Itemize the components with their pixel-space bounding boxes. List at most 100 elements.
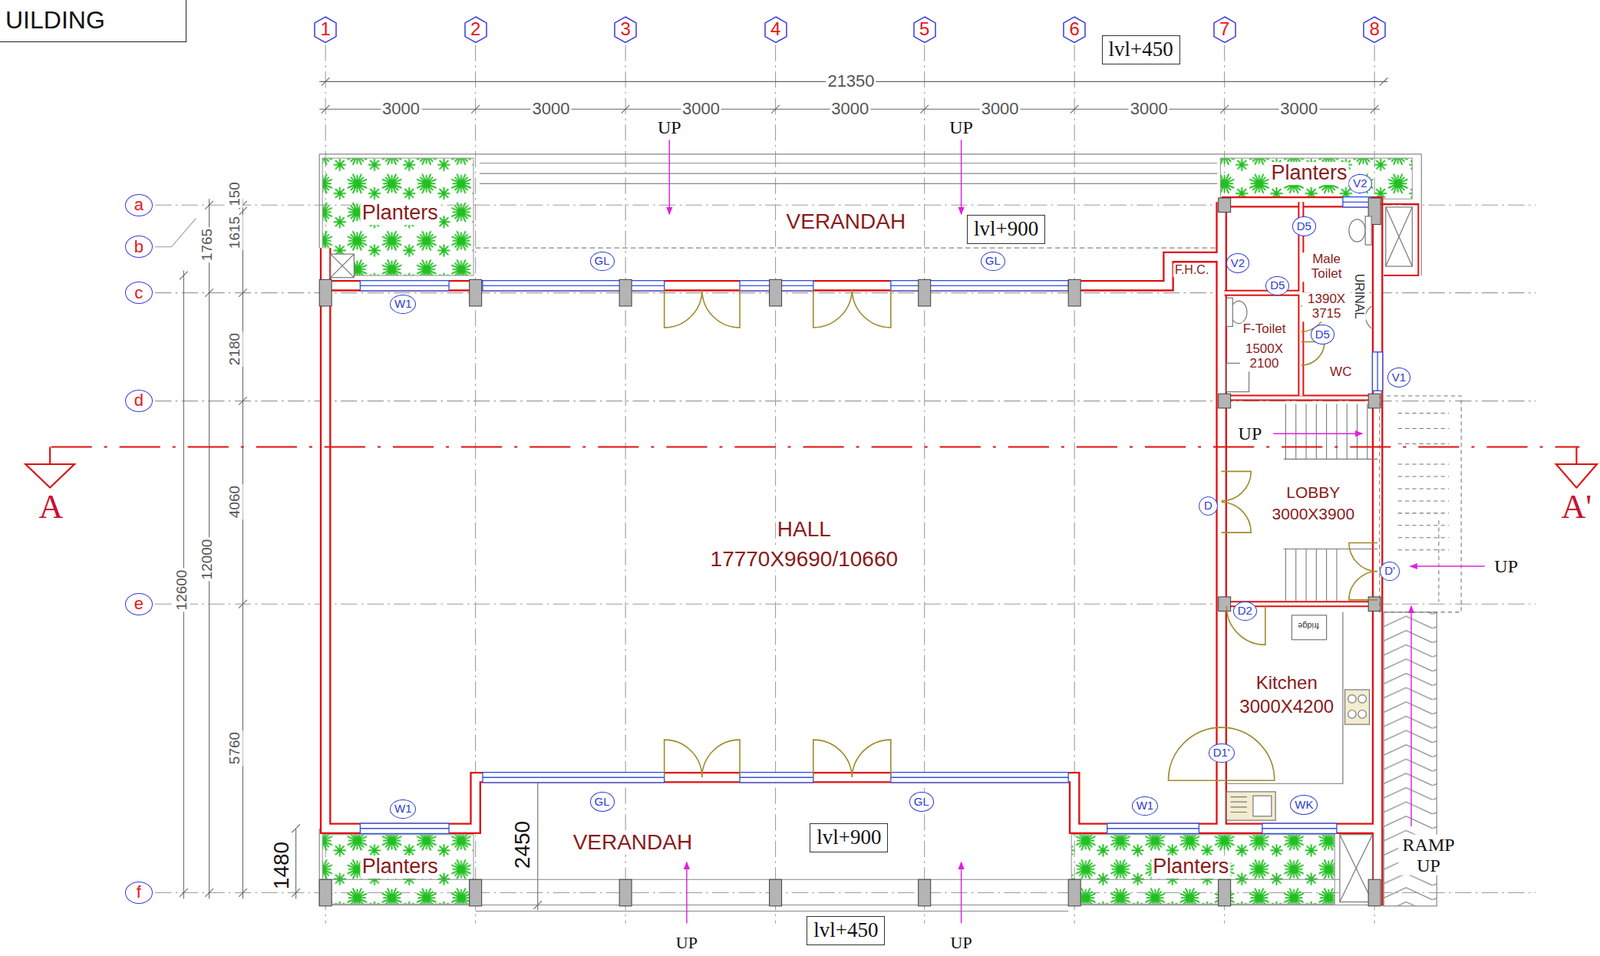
grid-bubble: 3: [613, 16, 637, 43]
window: [482, 285, 665, 287]
direction-arrow: [960, 862, 962, 924]
grid-bubble-text: 1: [320, 19, 330, 40]
opening-tag: D5: [1265, 276, 1290, 297]
door-swing: [1168, 727, 1275, 781]
fixture-label: fridge: [1296, 621, 1321, 631]
door-swing: [1300, 341, 1325, 366]
column: [769, 279, 782, 307]
window: [739, 772, 814, 783]
grid-bubble: f: [125, 881, 153, 904]
opening-tag-text: GL: [913, 795, 930, 809]
grid-bubble: b: [125, 235, 153, 258]
door-swing: [813, 290, 891, 328]
dimension-text: 12000: [198, 537, 215, 581]
room-label: LOBBY: [1284, 484, 1342, 502]
grid-bubble: 6: [1062, 16, 1086, 43]
section-mark: A': [1560, 488, 1594, 526]
window: [890, 772, 1069, 783]
opening-tag: WK: [1289, 795, 1318, 815]
window: [359, 828, 449, 829]
shaft-box: [1385, 207, 1413, 267]
room-label: 3000X4200: [1237, 696, 1336, 717]
grid-bubble-text: 3: [620, 19, 631, 40]
column: [469, 279, 482, 307]
opening-tag-text: V2: [1352, 177, 1367, 191]
kitchen-fixture: [1224, 612, 1370, 821]
opening-tag: GL: [590, 251, 615, 272]
verandah-step: [319, 154, 1422, 912]
dimension-text: 3000: [531, 99, 572, 119]
column: [1068, 279, 1081, 307]
opening-tag: GL: [980, 251, 1006, 272]
dimension-text: 3000: [1128, 99, 1170, 119]
stair: [1438, 520, 1439, 602]
level-box: lvl+450: [1101, 35, 1181, 65]
door-swing: [1221, 471, 1252, 533]
column: [1368, 879, 1381, 907]
grid-line: [155, 218, 196, 248]
dimension-text: 1480: [270, 839, 294, 891]
opening-tag: W1: [389, 799, 417, 820]
window: [890, 777, 1069, 779]
grid-bubble: d: [125, 389, 153, 413]
section-line: [1556, 446, 1597, 488]
direction-note: UP: [947, 117, 975, 138]
opening-tag-text: D5: [1315, 328, 1330, 342]
column: [918, 879, 931, 907]
direction-note: UP: [656, 117, 683, 138]
column: [1218, 597, 1231, 612]
door-swing: [1349, 542, 1378, 600]
dimension-text: 1615: [226, 214, 243, 251]
column: [1218, 879, 1231, 907]
sanitary-fixture: [1365, 216, 1372, 245]
column: [1368, 597, 1381, 612]
grid-line: [625, 45, 627, 924]
dimension-line: [179, 77, 1388, 911]
door-swing: [813, 739, 891, 778]
column: [769, 879, 782, 907]
wall: [1221, 201, 1378, 604]
hexagon-outline: [465, 16, 487, 43]
dimension-text: 3000: [979, 99, 1021, 119]
hexagon-outline: [913, 16, 936, 43]
dimension-text: 2180: [226, 331, 243, 367]
dimension-text: 12600: [173, 567, 190, 612]
opening-tag-text: V2: [1230, 257, 1245, 271]
grid-bubble: 5: [913, 16, 937, 43]
room-label: Male Toilet: [1302, 253, 1352, 282]
dimension-text: 2450: [510, 819, 535, 871]
grid-line: [155, 45, 1536, 924]
kitchen-fixture: [1291, 615, 1327, 640]
door-swing: [664, 290, 1378, 782]
window: [1107, 823, 1200, 834]
planter-bed: [1071, 834, 1335, 904]
window: [1376, 352, 1378, 392]
door-swing: [664, 290, 740, 328]
dimension-text: 3000: [1278, 99, 1320, 119]
grid-bubble: 7: [1213, 16, 1237, 43]
hexagon-outline: [1214, 16, 1236, 43]
opening-tag: D5: [1292, 216, 1317, 237]
window: [890, 280, 1069, 291]
grid-bubble-text: 2: [470, 19, 481, 40]
column: [319, 879, 332, 907]
door-swing: [664, 739, 740, 778]
room-label: Planters: [360, 201, 440, 225]
grid-bubble-text: e: [134, 594, 144, 614]
window: [739, 777, 814, 779]
grid-bubble-text: f: [136, 883, 142, 902]
column: [469, 879, 482, 907]
window: [1262, 823, 1337, 834]
shaft-box: [1339, 834, 1373, 903]
hexagon-outline: [614, 16, 637, 43]
opening-tag: D2: [1233, 601, 1257, 622]
direction-note: UP: [949, 933, 974, 953]
opening-tag-text: GL: [985, 254, 1001, 268]
direction-arrow: [1410, 606, 1412, 827]
kitchen-fixture: [1348, 695, 1357, 704]
opening-tag-text: V1: [1392, 371, 1406, 385]
column: [619, 879, 632, 907]
window: [482, 777, 665, 779]
kitchen-fixture: [1358, 695, 1367, 704]
